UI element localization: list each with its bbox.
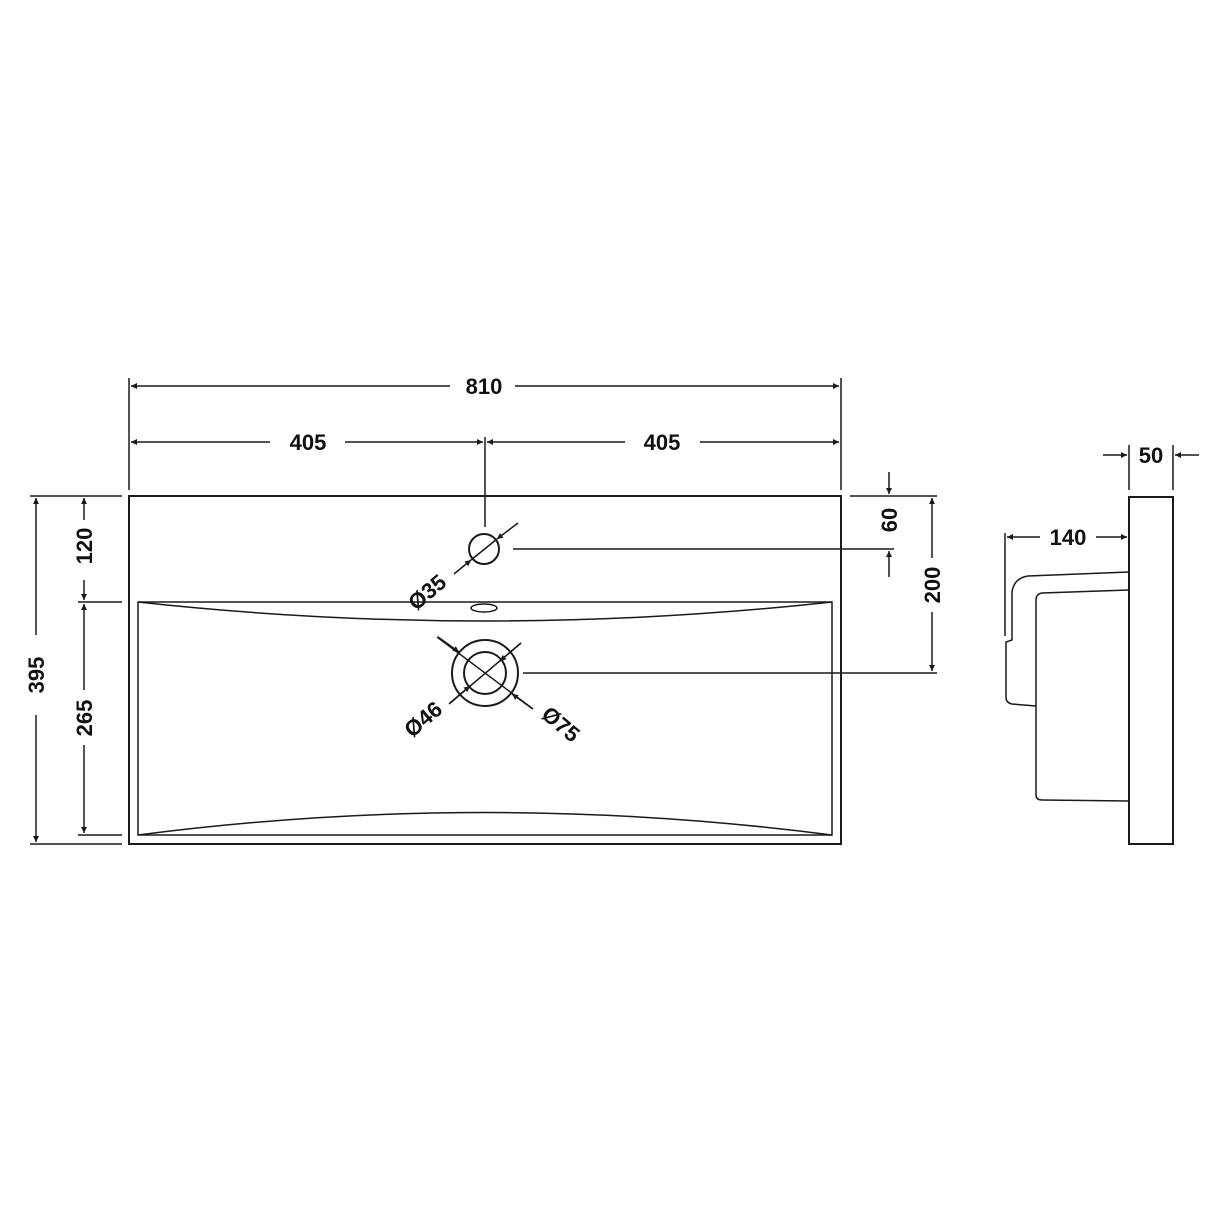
- dim-overall-depth: 395: [24, 657, 49, 694]
- dim-bowl-depth: 265: [72, 700, 97, 737]
- side-view: 50 140: [1004, 443, 1199, 845]
- dim-tap-hole-from-back: 60: [877, 508, 902, 532]
- dim-rim-thickness: 50: [1139, 443, 1163, 468]
- tap-hole: [468, 533, 500, 565]
- dim-projection: 140: [1050, 525, 1087, 550]
- dim-half-width-right: 405: [644, 430, 681, 455]
- plan-view: 810 405 405 395 120 265 60 200: [24, 374, 945, 845]
- label-tap-hole-diameter: Ø35: [403, 569, 451, 615]
- dim-waste-from-back: 200: [920, 567, 945, 604]
- overflow-slot: [470, 603, 498, 613]
- dim-half-width-left: 405: [290, 430, 327, 455]
- side-rim: [1128, 496, 1174, 845]
- waste-outer: [451, 639, 519, 707]
- waste-inner: [463, 651, 507, 695]
- side-bowl-outer: [1005, 571, 1130, 707]
- label-waste-inner-diameter: Ø46: [399, 696, 447, 742]
- dim-overall-width: 810: [466, 374, 503, 399]
- bowl-outline: [137, 601, 833, 836]
- label-waste-outer-diameter: Ø75: [537, 701, 585, 747]
- side-bowl-inner: [1035, 589, 1130, 802]
- dim-tap-zone-depth: 120: [72, 528, 97, 565]
